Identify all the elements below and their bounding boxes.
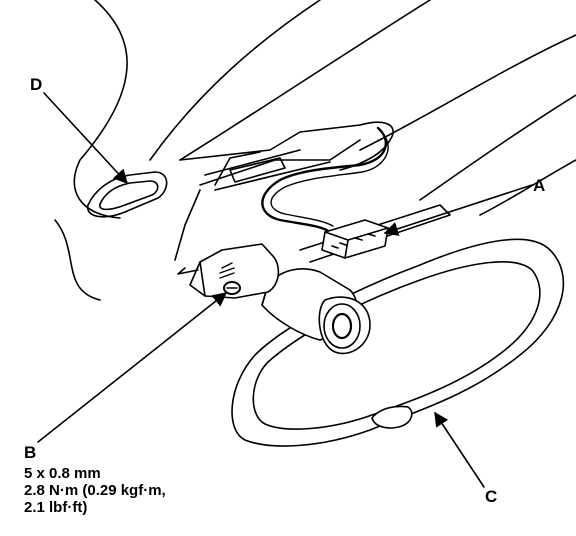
fastener-spec: 5 x 0.8 mm 2.8 N·m (0.29 kgf·m, 2.1 lbf·… [24,465,166,516]
callout-b-label: B [24,443,37,462]
fastener-torque-line1: 2.8 N·m (0.29 kgf·m, [24,482,166,499]
callout-c-label: C [485,487,498,506]
part-a-connector [321,219,389,259]
part-b-screw [223,281,241,295]
leader-lines [37,92,533,488]
part-d-roof-cover [87,171,168,218]
leader-d [43,92,128,185]
callout-d-label: D [30,75,43,94]
fastener-size: 5 x 0.8 mm [24,465,101,482]
callout-a-label: A [533,176,546,195]
mirror-stem [261,268,371,355]
leader-b [37,292,228,443]
part-c-mirror-body [231,238,565,447]
wire-harness [261,126,389,234]
fastener-torque-line2: 2.1 lbf·ft) [24,499,88,516]
part-b-mounting-bracket [177,243,280,299]
leader-c [434,411,485,488]
leader-a [383,184,533,236]
